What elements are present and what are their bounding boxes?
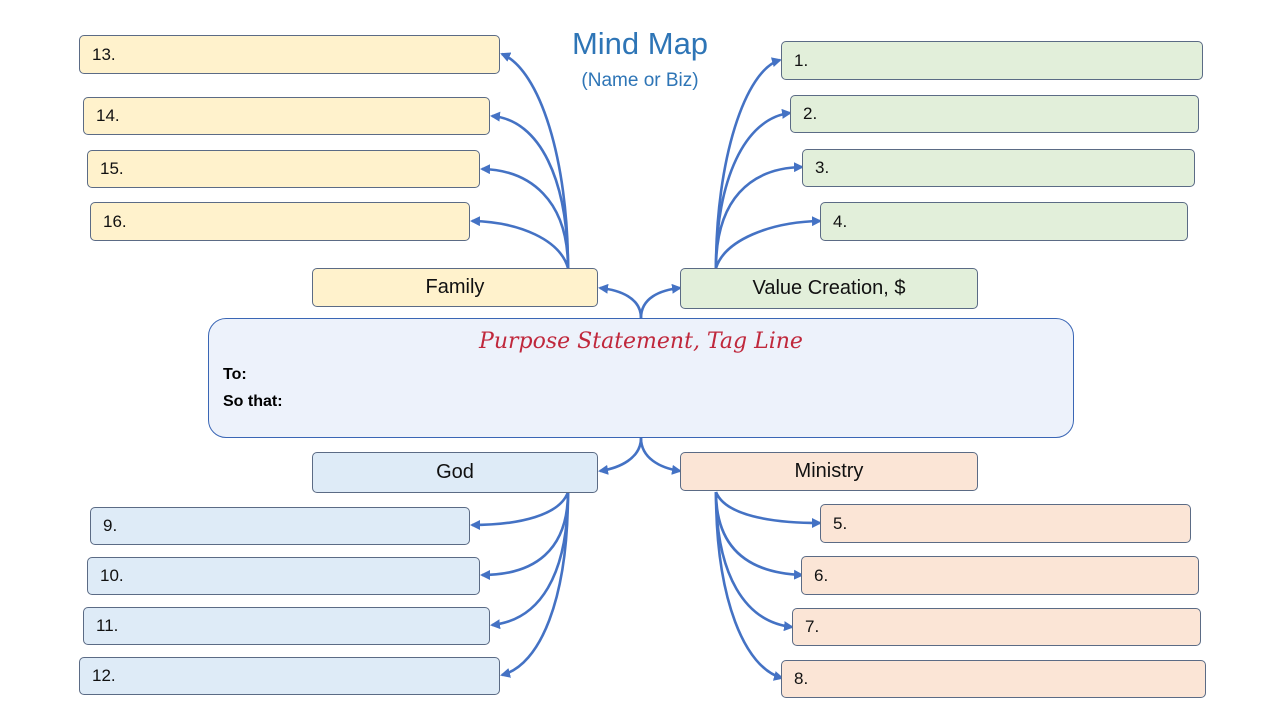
item-box-11[interactable]: 11.	[83, 607, 490, 645]
item-label: 15.	[100, 159, 124, 178]
item-label: 11.	[96, 616, 119, 635]
item-box-9[interactable]: 9.	[90, 507, 470, 545]
category-label: Value Creation, $	[752, 277, 906, 299]
item-box-4[interactable]: 4.	[820, 202, 1188, 241]
item-box-15[interactable]: 15.	[87, 150, 480, 188]
connector-god-12	[500, 491, 570, 678]
connector-ministry-7	[714, 491, 794, 632]
page-title: Mind Map	[571, 26, 709, 61]
connector-god-11	[490, 491, 570, 630]
item-label: 10.	[100, 566, 124, 585]
category-label: God	[436, 461, 474, 483]
connector-god-10	[480, 491, 570, 580]
item-box-6[interactable]: 6.	[801, 556, 1199, 595]
category-god[interactable]: God	[312, 452, 598, 493]
connector-center-ministry	[639, 437, 682, 475]
item-label: 2.	[803, 104, 818, 123]
connector-value-4	[714, 216, 822, 269]
connector-ministry-8	[714, 491, 784, 681]
item-box-8[interactable]: 8.	[781, 660, 1206, 698]
connector-center-value	[639, 283, 682, 319]
purpose-statement-box[interactable]: Purpose Statement, Tag Line To: So that:	[208, 318, 1074, 438]
purpose-heading: Purpose Statement, Tag Line	[479, 329, 803, 354]
item-box-5[interactable]: 5.	[820, 504, 1191, 543]
connector-ministry-5	[714, 491, 822, 528]
page-subtitle: (Name or Biz)	[581, 70, 699, 91]
connector-center-family	[598, 283, 643, 319]
item-box-10[interactable]: 10.	[87, 557, 480, 595]
item-label: 5.	[833, 513, 848, 533]
item-label: 14.	[96, 106, 120, 125]
item-label: 4.	[833, 211, 848, 231]
connector-family-14	[490, 111, 570, 269]
item-box-1[interactable]: 1.	[781, 41, 1203, 80]
item-label: 9.	[103, 516, 118, 535]
connector-family-16	[470, 216, 570, 269]
category-family[interactable]: Family	[312, 268, 598, 307]
item-label: 3.	[815, 158, 830, 177]
item-label: 16.	[103, 211, 127, 231]
item-box-13[interactable]: 13.	[79, 35, 500, 74]
connector-god-9	[470, 491, 570, 530]
item-box-12[interactable]: 12.	[79, 657, 500, 695]
connector-ministry-6	[714, 491, 804, 580]
item-box-7[interactable]: 7.	[792, 608, 1201, 646]
item-box-14[interactable]: 14.	[83, 97, 490, 135]
connector-value-3	[714, 162, 804, 269]
to-label: To:	[223, 366, 247, 383]
item-label: 12.	[92, 666, 116, 685]
item-box-3[interactable]: 3.	[802, 149, 1195, 187]
category-value-creation[interactable]: Value Creation, $	[680, 268, 978, 309]
so-that-label: So that:	[223, 393, 283, 410]
item-label: 7.	[805, 617, 820, 636]
item-label: 1.	[794, 50, 809, 70]
item-box-2[interactable]: 2.	[790, 95, 1199, 133]
item-box-16[interactable]: 16.	[90, 202, 470, 241]
category-label: Ministry	[794, 460, 864, 482]
connector-family-15	[480, 164, 570, 269]
connector-value-2	[714, 108, 792, 269]
item-label: 6.	[814, 565, 829, 585]
item-label: 13.	[92, 44, 116, 64]
connector-center-god	[598, 437, 643, 475]
category-label: Family	[425, 276, 485, 298]
category-ministry[interactable]: Ministry	[680, 452, 978, 491]
item-label: 8.	[794, 669, 809, 688]
